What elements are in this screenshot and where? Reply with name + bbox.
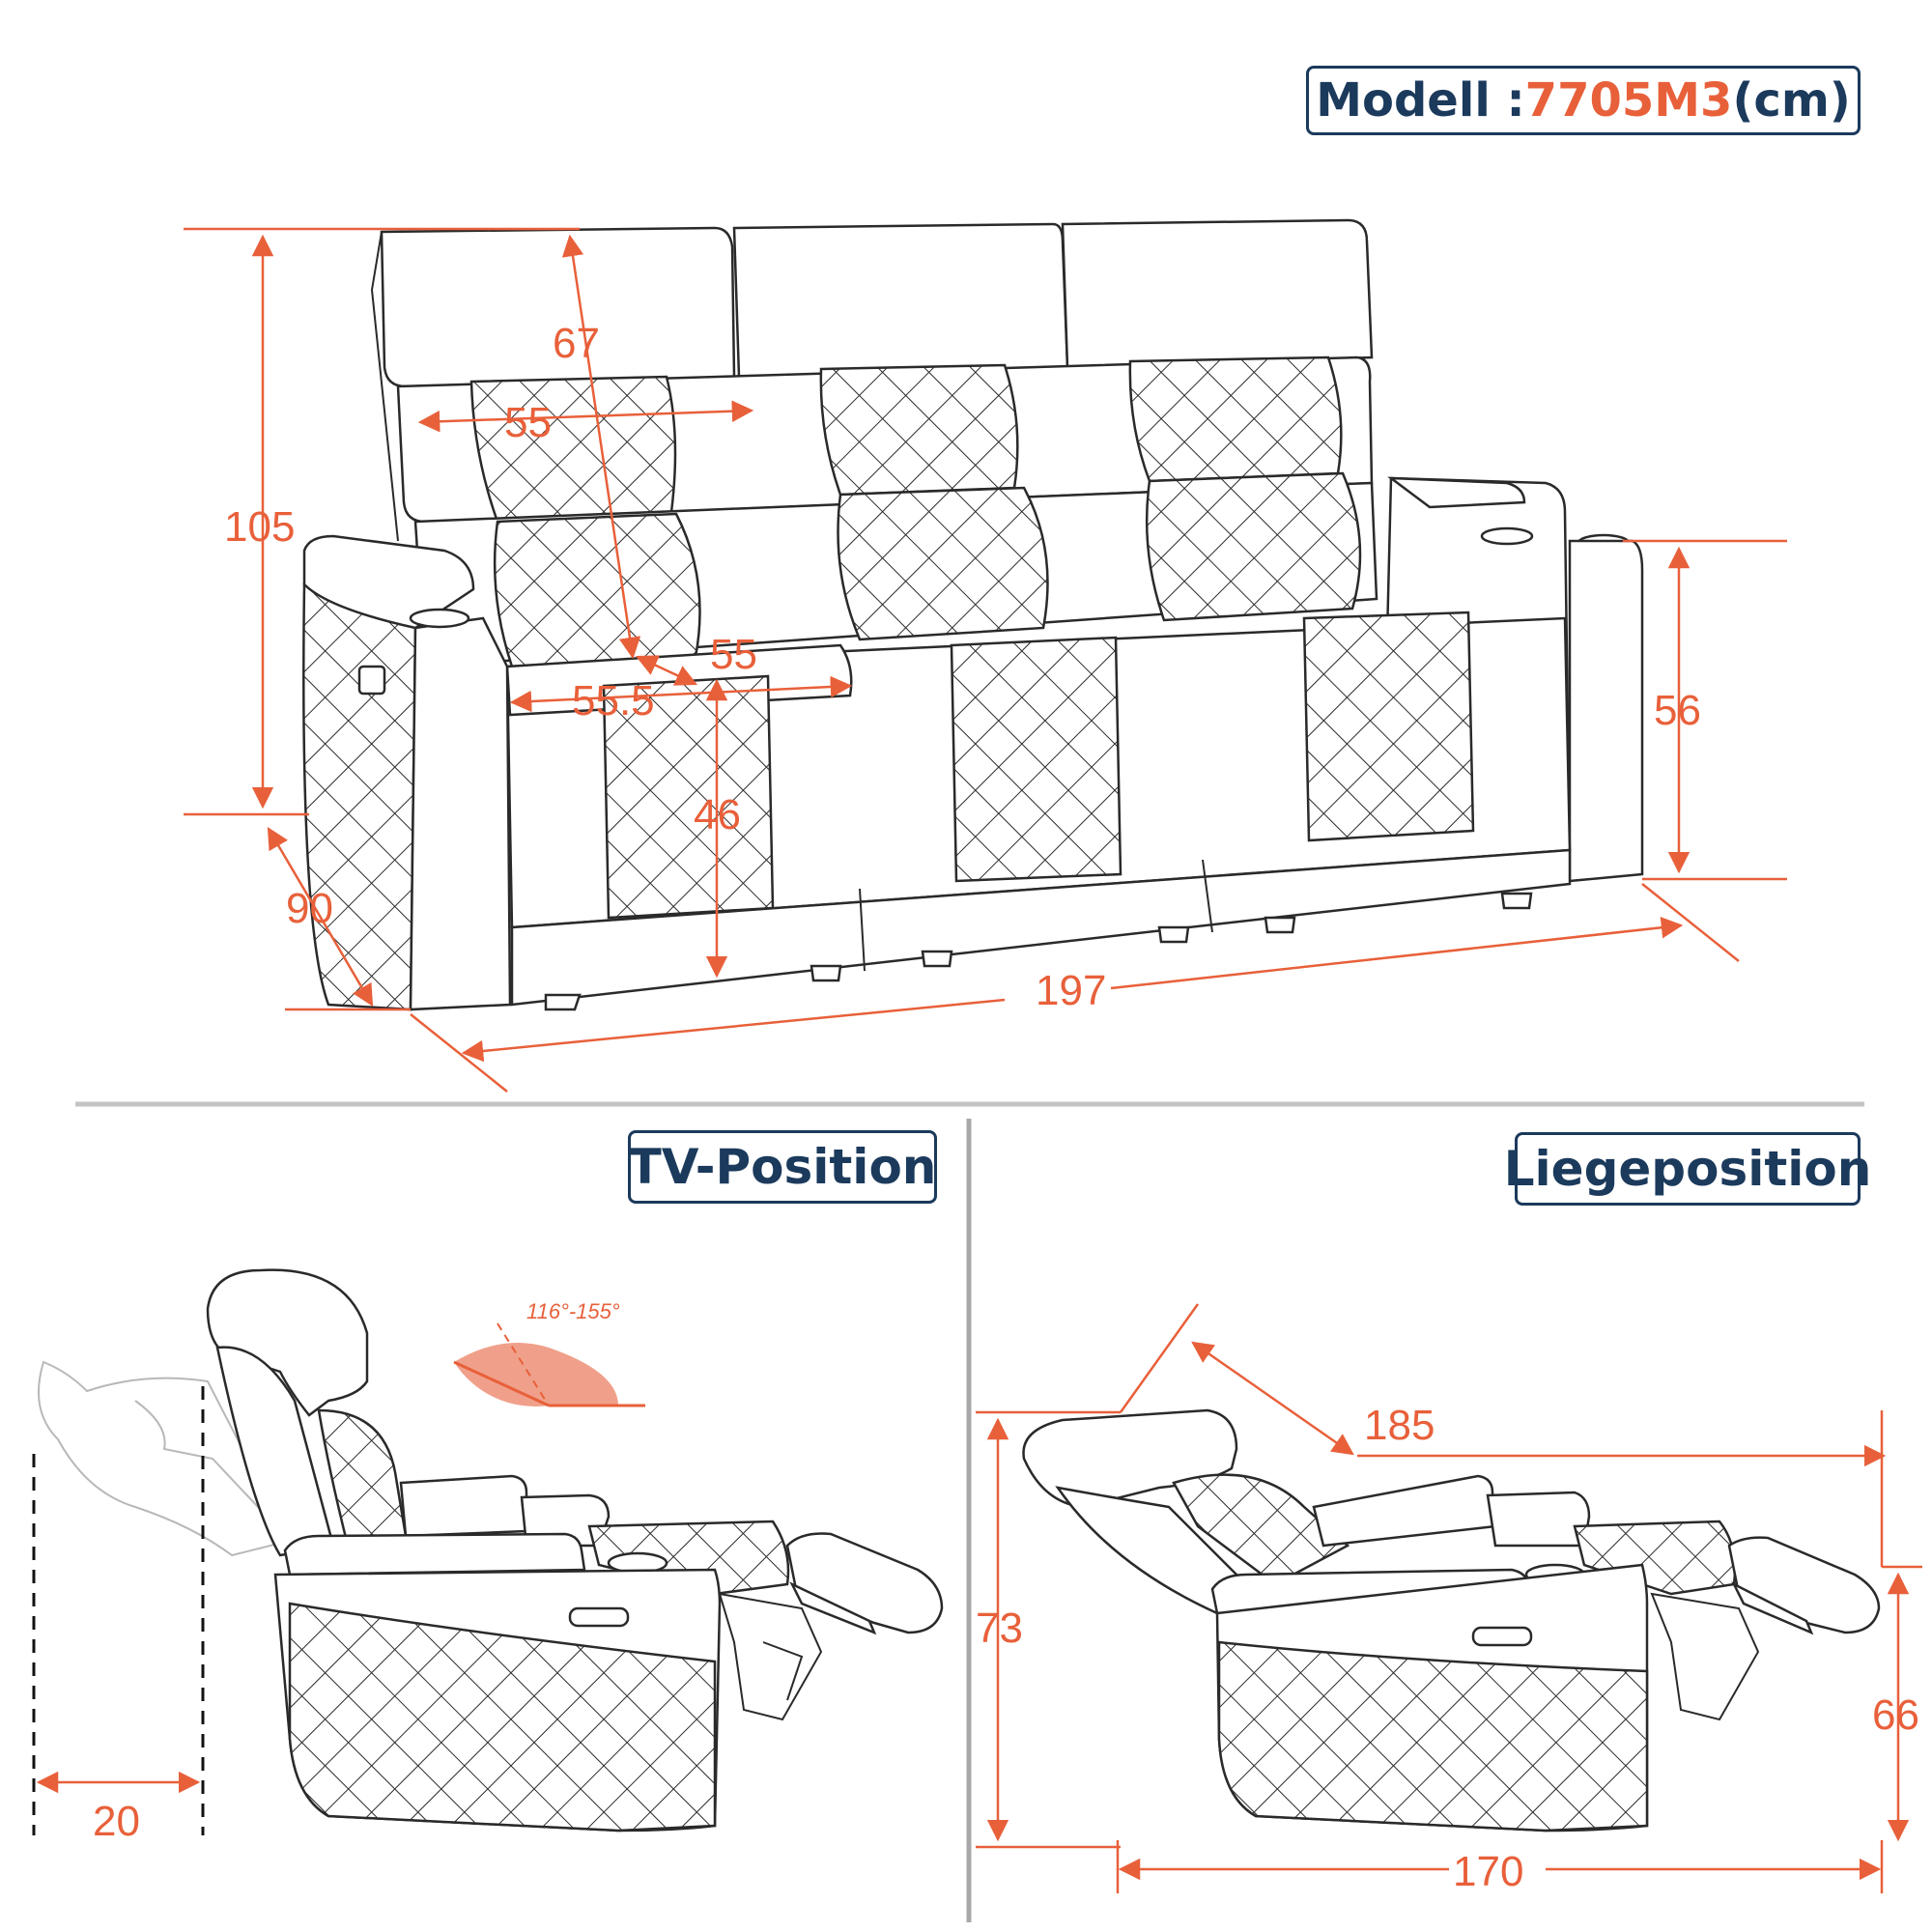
back-upper-quilt-left [469,375,677,524]
dim-recline-height: 73 [976,1605,1023,1652]
seat-front [510,848,1572,1007]
armrest-left-side [302,582,417,1011]
tv-lumbar-quilt [317,1408,408,1548]
lie-footrest [1727,1536,1881,1634]
tv-armrest-top [283,1532,586,1577]
seat-quilt-right [1302,611,1475,842]
power-button [357,665,386,696]
tv-dimensions: 20 [32,1386,205,1845]
model-unit: (cm) [1732,73,1851,128]
lie-side-quilt [1217,1640,1649,1833]
dim-recline-angle: 116°-155° [526,1299,620,1323]
tv-seat-quilt [587,1520,790,1596]
recliner-tv-position [38,1268,944,1833]
tv-side-quilt [288,1602,717,1833]
dim-wall-gap: 20 [93,1798,140,1845]
model-number: 7705M3 [1524,73,1733,128]
tv-control-panel [568,1606,630,1628]
dim-footrest-height: 66 [1872,1691,1919,1739]
model-prefix: Modell : [1316,73,1525,128]
lie-control-panel [1471,1626,1533,1647]
armrest-left-top [302,534,475,630]
model-badge: Modell : 7705M3 (cm) [1306,66,1861,135]
tv-position-title: TV-Position [628,1139,937,1195]
seat-quilt-center [950,636,1122,883]
back-lower-quilt-right [1145,471,1362,622]
dim-total-height: 105 [224,503,295,551]
cupholder-left [409,608,470,629]
sofa-dimensions: 105 67 55 55.5 55 46 56 90 197 [184,227,1787,1093]
dim-seat-height: 46 [694,791,741,838]
back-upper-quilt-center [819,363,1019,497]
recline-angle-indicator: 116°-155° [453,1299,645,1407]
back-lower-quilt-center [837,486,1049,641]
dim-arm-height: 56 [1654,687,1701,734]
headrest-center [732,222,1069,379]
dim-recline-depth: 170 [1453,1848,1523,1895]
recliner-lying-position [1022,1408,1881,1833]
liegeposition-badge: Liegeposition [1504,1132,1871,1206]
back-lower-quilt-left [493,512,701,668]
tv-footrest [785,1532,944,1634]
dim-seat-width: 55.5 [572,677,655,724]
liegeposition-title: Liegeposition [1503,1141,1872,1197]
cupholder-right [1480,526,1534,546]
dim-depth: 90 [286,885,333,932]
dim-recline-length: 185 [1364,1402,1435,1449]
armrest-left-front [409,616,512,1011]
headrest-right [1061,218,1374,369]
lying-dimensions: 185 73 66 170 [976,1303,1922,1895]
back-upper-quilt-right [1128,355,1343,483]
dim-seat-depth: 55 [710,631,757,678]
tv-backrest [215,1346,335,1557]
dim-width: 197 [1036,967,1106,1014]
sofa-three-seater [302,218,1644,1011]
tv-position-badge: TV-Position [628,1130,937,1204]
dim-back-width: 55 [504,399,552,446]
dim-backrest-height: 67 [553,320,600,367]
